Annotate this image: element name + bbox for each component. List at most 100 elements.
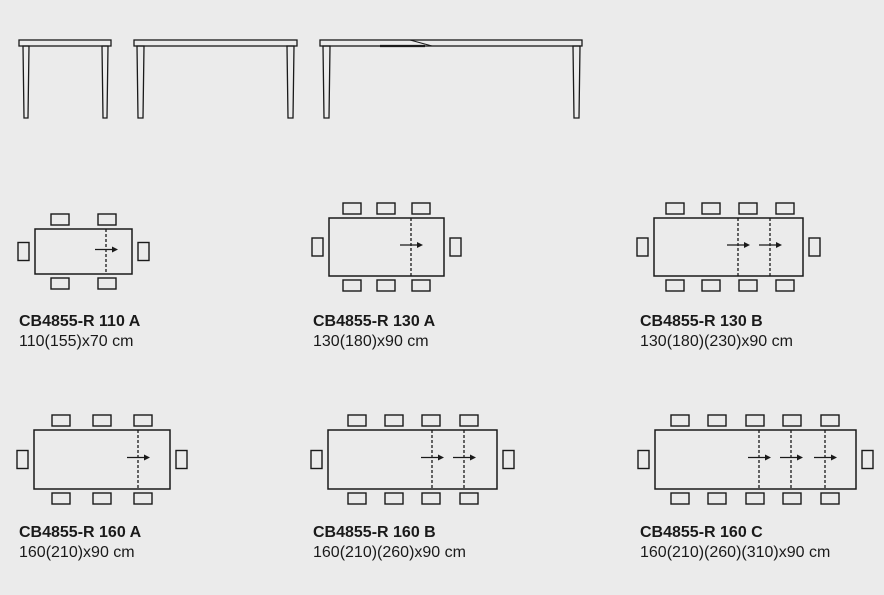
model-name: CB4855-R 160 C — [640, 524, 763, 541]
chair — [342, 279, 362, 292]
table-top-view — [328, 217, 445, 277]
chair — [738, 202, 758, 215]
chair — [775, 202, 795, 215]
layout-caption-110a: CB4855-R 110 A 110(155)x70 cm — [19, 312, 140, 352]
chair — [97, 277, 117, 290]
chair — [50, 213, 70, 226]
chair — [782, 414, 802, 427]
model-name: CB4855-R 110 A — [19, 313, 141, 330]
chair — [347, 414, 367, 427]
chair — [701, 279, 721, 292]
table-leg — [101, 45, 109, 119]
model-dimensions: 110(155)x70 cm — [19, 333, 134, 350]
chair — [665, 279, 685, 292]
table-layout-1 — [17, 213, 150, 290]
arrow-head — [831, 454, 837, 461]
chair — [51, 414, 71, 427]
end-chair — [502, 449, 515, 470]
chair — [701, 202, 721, 215]
chair — [92, 414, 112, 427]
arrow-head — [144, 454, 150, 461]
chair — [411, 279, 431, 292]
extension-joint — [409, 39, 433, 47]
chair — [376, 279, 396, 292]
chair — [384, 414, 404, 427]
side-view-extended — [319, 39, 583, 119]
layout-caption-130b: CB4855-R 130 B 130(180)(230)x90 cm — [640, 312, 793, 352]
chair — [782, 492, 802, 505]
model-dimensions: 160(210)(260)x90 cm — [313, 544, 466, 561]
end-chair — [637, 449, 650, 470]
table-top-view — [653, 217, 804, 277]
chair — [92, 492, 112, 505]
chair — [376, 202, 396, 215]
arrow-head — [744, 242, 750, 248]
arrow-head — [797, 454, 803, 461]
table-top-view — [654, 429, 857, 490]
chair — [384, 492, 404, 505]
end-chair — [310, 449, 323, 470]
end-chair — [16, 449, 29, 470]
chair — [459, 492, 479, 505]
table-layout-6 — [637, 414, 874, 505]
chair — [347, 492, 367, 505]
chair — [133, 492, 153, 505]
chair — [459, 414, 479, 427]
table-leg — [286, 45, 295, 119]
table-leg — [22, 45, 30, 119]
end-chair — [636, 237, 649, 257]
table-top-view — [33, 429, 171, 490]
table-leg — [322, 45, 331, 119]
tabletop — [133, 39, 298, 47]
end-chair — [137, 241, 150, 262]
model-dimensions: 160(210)(260)(310)x90 cm — [640, 544, 831, 561]
chair — [411, 202, 431, 215]
model-dimensions: 130(180)x90 cm — [313, 333, 429, 350]
model-dimensions: 130(180)(230)x90 cm — [640, 333, 793, 350]
end-chair — [17, 241, 30, 262]
model-dimensions: 160(210)x90 cm — [19, 544, 135, 561]
end-chair — [808, 237, 821, 257]
layout-caption-160a: CB4855-R 160 A 160(210)x90 cm — [19, 523, 141, 563]
chair — [738, 279, 758, 292]
end-chair — [311, 237, 324, 257]
model-name: CB4855-R 160 A — [19, 524, 142, 541]
arrow-head — [112, 246, 118, 253]
chair — [97, 213, 117, 226]
model-name: CB4855-R 130 A — [313, 313, 436, 330]
table-top-view — [327, 429, 498, 490]
table-layout-2 — [311, 202, 462, 292]
chair — [820, 414, 840, 427]
model-name: CB4855-R 130 B — [640, 313, 763, 330]
chair — [707, 492, 727, 505]
chair — [50, 277, 70, 290]
end-chair — [861, 449, 874, 470]
table-leg — [136, 45, 145, 119]
chair — [342, 202, 362, 215]
model-name: CB4855-R 160 B — [313, 524, 436, 541]
chair — [51, 492, 71, 505]
chair — [665, 202, 685, 215]
chair — [421, 414, 441, 427]
end-chair — [449, 237, 462, 257]
chair — [707, 414, 727, 427]
table-top-view — [34, 228, 133, 275]
chair — [133, 414, 153, 427]
arrow-head — [470, 454, 476, 461]
chair — [670, 492, 690, 505]
table-layout-3 — [636, 202, 821, 292]
layout-caption-160b: CB4855-R 160 B 160(210)(260)x90 cm — [313, 523, 466, 563]
side-view-long — [133, 39, 298, 119]
chair — [745, 492, 765, 505]
arrow-head — [417, 242, 423, 248]
chair — [820, 492, 840, 505]
side-view-square — [18, 39, 112, 119]
arrow-head — [765, 454, 771, 461]
tabletop — [319, 39, 583, 47]
end-chair — [175, 449, 188, 470]
chair — [670, 414, 690, 427]
chair — [745, 414, 765, 427]
table-layout-5 — [310, 414, 515, 505]
chair — [775, 279, 795, 292]
